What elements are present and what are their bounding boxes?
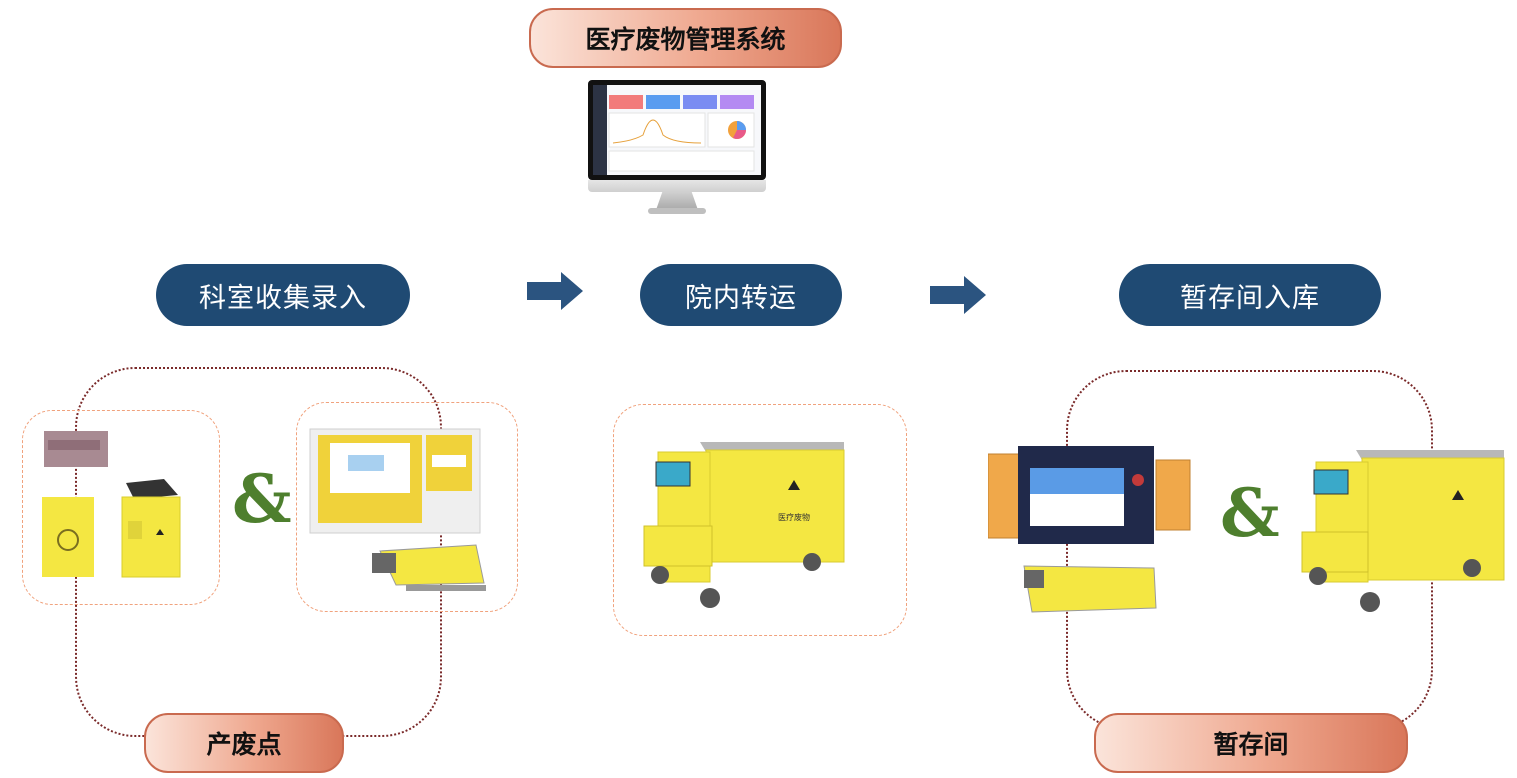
monitor-base [648, 208, 706, 214]
monitor-chin [588, 180, 766, 192]
waste-point-label: 产废点 [144, 713, 344, 773]
collection-station-illustration [309, 428, 486, 591]
system-title: 医疗废物管理系统 [529, 8, 842, 68]
collection-station-frame [296, 402, 518, 612]
arrow-right-icon [527, 272, 583, 310]
stage-transport-label: 院内转运 [685, 282, 797, 314]
bags-and-bin-frame [22, 410, 220, 605]
stage-collection-label: 科室收集录入 [199, 282, 367, 314]
waste-bags-and-bin-illustration [42, 431, 181, 578]
transport-cart-frame [613, 404, 907, 636]
dashboard-monitor [588, 80, 766, 216]
stage-transport: 院内转运 [640, 264, 842, 326]
dashboard-screen [588, 80, 766, 180]
stage-storage-label: 暂存间入库 [1180, 282, 1320, 314]
monitor-stand [656, 192, 698, 210]
storage-cart-illustration [1301, 450, 1505, 612]
storage-kiosk-illustration [988, 446, 1191, 613]
stage-storage: 暂存间入库 [1119, 264, 1381, 326]
arrow-right-icon [930, 276, 986, 314]
storage-room-label: 暂存间 [1094, 713, 1408, 773]
storage-room-label-text: 暂存间 [1213, 730, 1289, 759]
stage-collection: 科室收集录入 [156, 264, 410, 326]
ampersand-collection: & [232, 460, 292, 538]
system-title-text: 医疗废物管理系统 [585, 25, 786, 54]
dashboard-illustration [593, 85, 755, 175]
svg-text:医疗废物: 医疗废物 [778, 512, 810, 522]
ampersand-storage: & [1220, 474, 1280, 552]
transport-cart-illustration: 医疗废物 [643, 442, 845, 608]
waste-point-label-text: 产废点 [206, 730, 282, 759]
